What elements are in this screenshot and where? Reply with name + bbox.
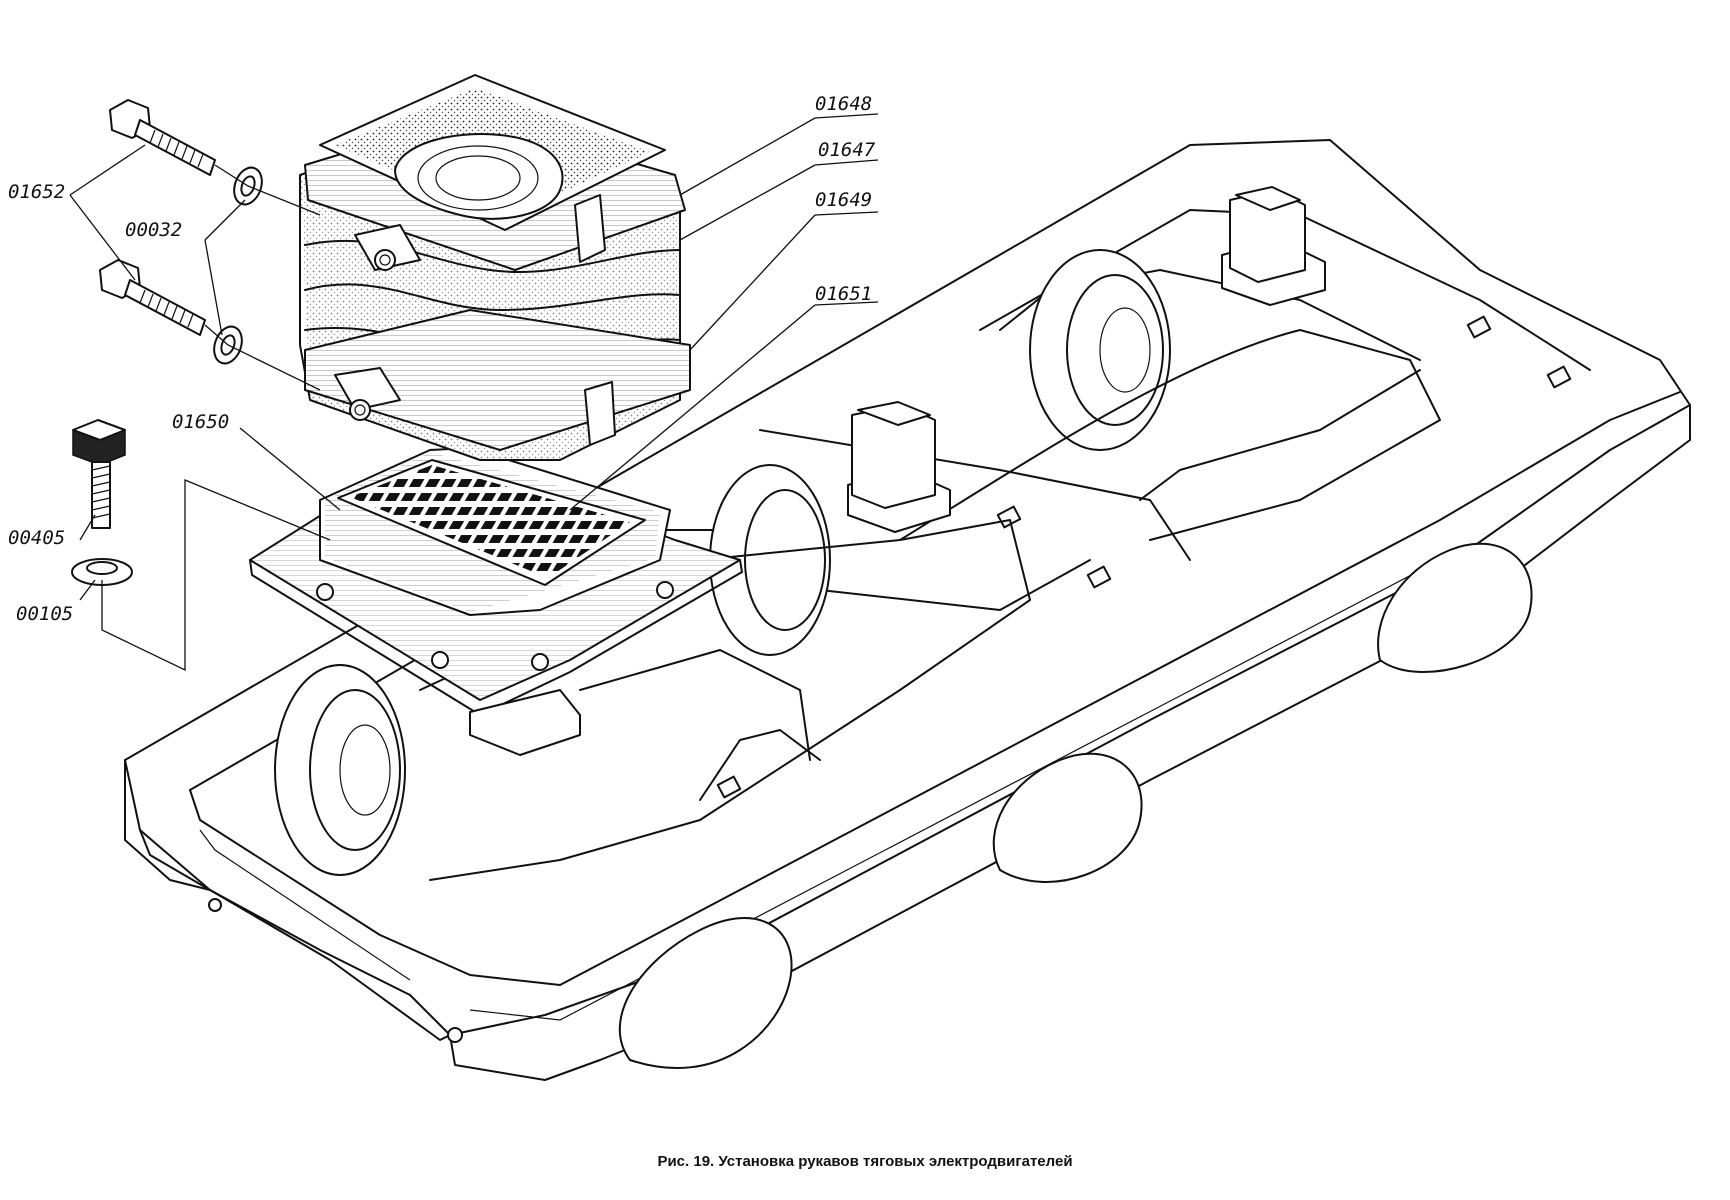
lower-clamp-ring-01648 (304, 309, 691, 451)
label-01652: 01652 (8, 181, 65, 203)
label-01648: 01648 (815, 93, 872, 115)
label-01647: 01647 (818, 139, 876, 161)
washer-00105 (71, 558, 133, 586)
label-01651: 01651 (815, 283, 872, 305)
wheel-bottom-2 (992, 752, 1143, 883)
wheel-bottom-1 (618, 917, 793, 1070)
assembly-lines (101, 164, 331, 672)
upper-clamp-ring-01648 (304, 74, 686, 271)
bolt-01652-lower (99, 259, 206, 336)
installed-sleeve-rear (1221, 186, 1326, 306)
label-00105: 00105 (16, 603, 73, 625)
installed-sleeve-middle (847, 401, 951, 533)
wheel-front-left (274, 664, 406, 876)
leader-lines (69, 113, 879, 601)
bolt-00405 (72, 419, 126, 529)
figure-caption: Рис. 19. Установка рукавов тяговых элект… (657, 1153, 1073, 1170)
label-00405: 00405 (8, 527, 65, 549)
label-00032: 00032 (125, 219, 182, 241)
traction-motor-body (419, 329, 1441, 881)
wheel-rear (1029, 249, 1171, 451)
mounting-flange-01650 (249, 447, 743, 756)
wheel-bottom-3 (1377, 542, 1533, 673)
bolt-01652-upper (109, 99, 216, 176)
label-01650: 01650 (172, 411, 229, 433)
label-01649: 01649 (815, 189, 872, 211)
